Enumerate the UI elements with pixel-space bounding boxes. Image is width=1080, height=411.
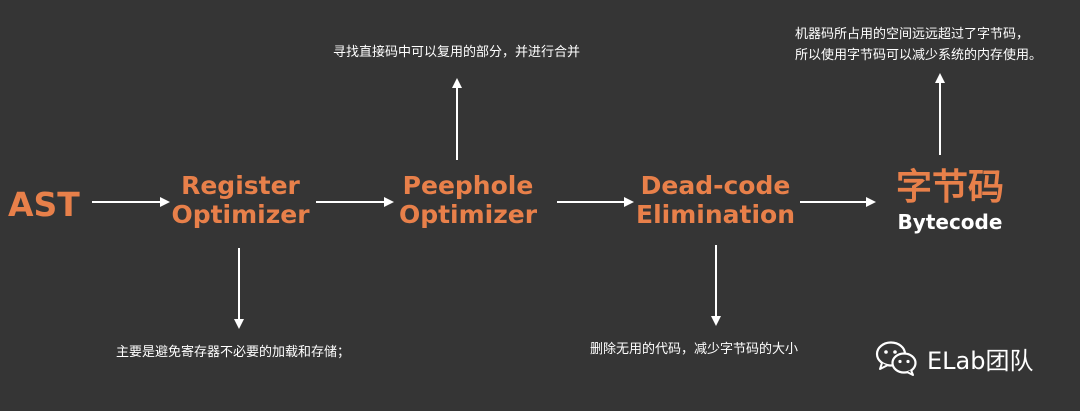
node-register-line2: Optimizer: [171, 199, 310, 229]
node-register-line1: Register: [181, 171, 300, 200]
node-bytecode-en: Bytecode: [897, 210, 1003, 235]
node-deadcode-line2: Elimination: [636, 199, 795, 229]
node-bytecode-zh: 字节码: [895, 167, 1004, 208]
node-ast-label: AST: [8, 185, 80, 224]
watermark-text: ELab团队: [927, 346, 1034, 375]
watermark: ELab团队: [875, 340, 1033, 376]
node-peephole-line1: Peephole: [402, 171, 534, 200]
note-bytecode: 机器码所占用的空间远远超过了字节码， 所以使用字节码可以减少系统的内存使用。: [795, 25, 1042, 67]
node-peephole-line2: Optimizer: [398, 199, 538, 229]
node-ast: AST: [8, 186, 80, 224]
node-peephole-optimizer: Peephole Optimizer: [393, 171, 543, 230]
note-bytecode-line2: 所以使用字节码可以减少系统的内存使用。: [795, 47, 1043, 63]
node-dead-code-elimination: Dead-code Elimination: [628, 171, 803, 230]
node-register-optimizer: Register Optimizer: [163, 171, 318, 230]
node-deadcode-line1: Dead-code: [640, 171, 791, 200]
note-register: 主要是避免寄存器不必要的加载和存储；: [116, 345, 351, 360]
note-bytecode-line1: 机器码所占用的空间远远超过了字节码，: [795, 27, 1030, 42]
node-bytecode: 字节码 Bytecode: [880, 166, 1020, 234]
wechat-icon: [875, 341, 917, 376]
note-peephole: 寻找直接码中可以复用的部分，并进行合并: [333, 45, 581, 60]
note-dead-code: 删除无用的代码，减少字节码的大小: [590, 342, 799, 357]
